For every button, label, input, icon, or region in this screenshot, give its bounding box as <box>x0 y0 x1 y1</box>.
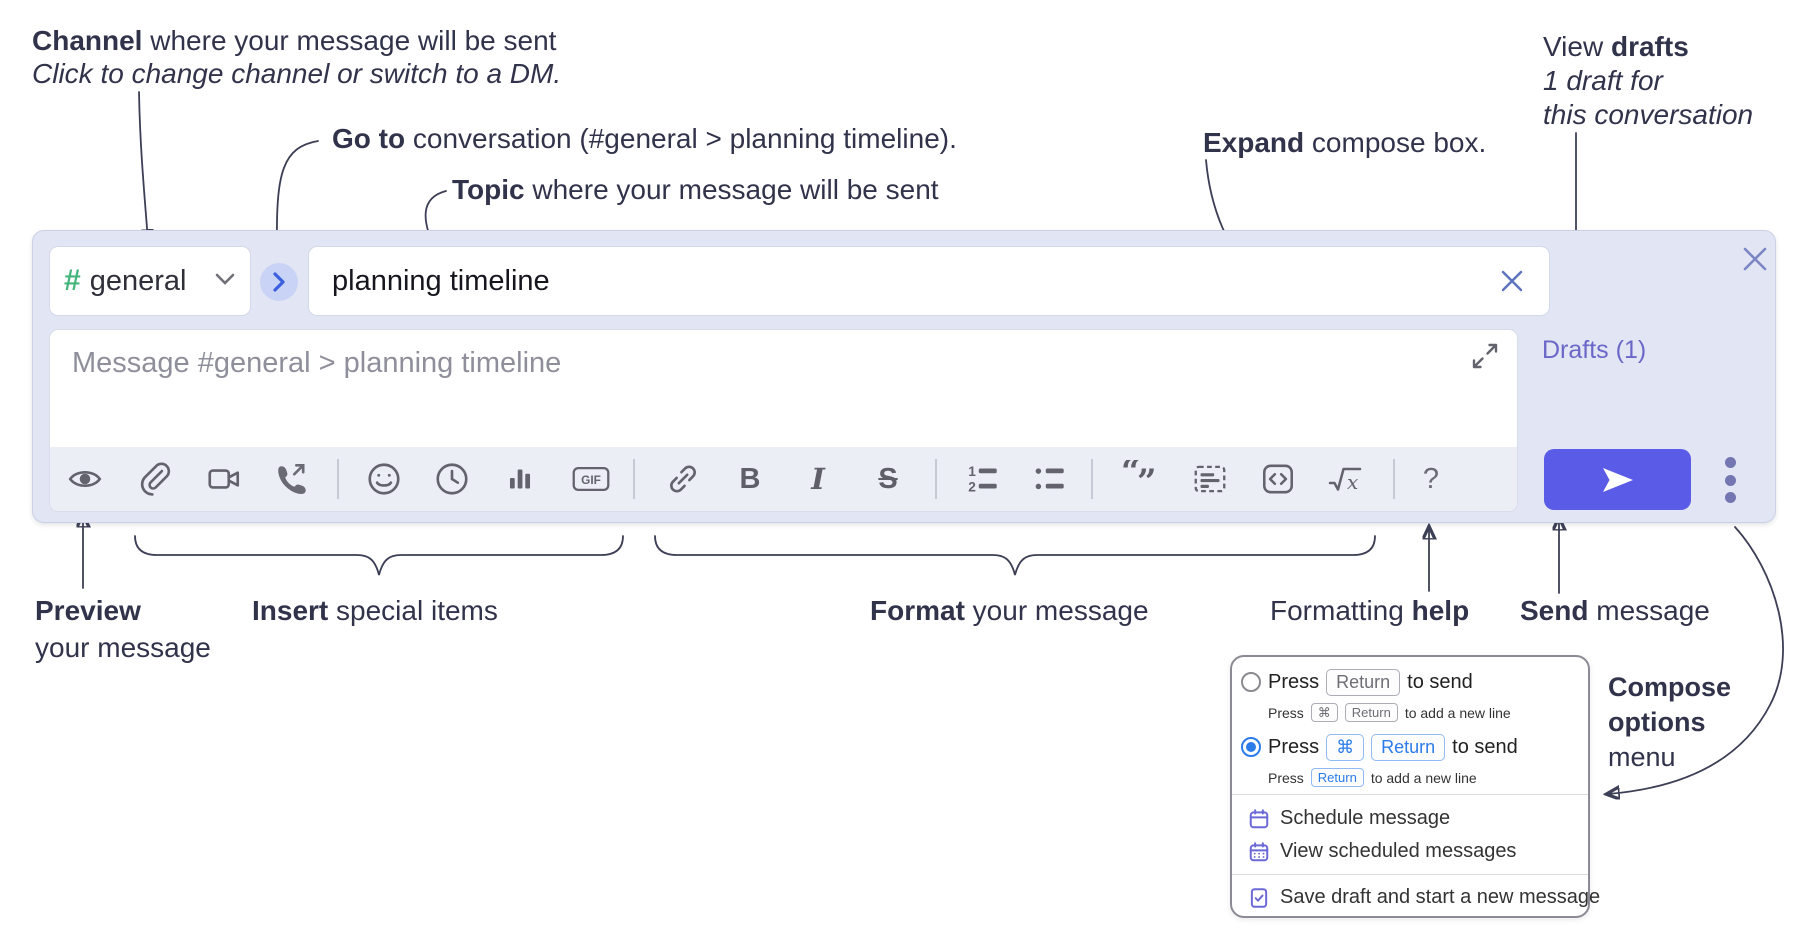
clear-topic-icon[interactable] <box>1497 266 1527 296</box>
send-plane-icon <box>1602 467 1633 492</box>
quote-icon[interactable]: “” <box>1119 459 1159 499</box>
channel-selector[interactable]: # general <box>49 246 251 316</box>
compose-box: # general planning timeline Message #gen… <box>32 230 1776 523</box>
toolbar-divider <box>1393 459 1395 499</box>
global-time-icon[interactable] <box>432 459 472 499</box>
channel-hash-icon: # <box>64 264 81 297</box>
return-key: Return <box>1344 703 1398 722</box>
menu-divider <box>1232 874 1588 875</box>
send-annotation: Send message <box>1520 595 1710 626</box>
insert-brace <box>134 535 624 576</box>
format-brace <box>654 535 1376 576</box>
gif-icon[interactable]: GIF <box>571 459 611 499</box>
calendar-icon <box>1249 808 1269 828</box>
formatting-help-annotation: Formatting help <box>1270 595 1470 626</box>
return-key: Return <box>1310 768 1364 787</box>
help-icon[interactable]: ? <box>1422 463 1440 495</box>
expand-annotation: Expand compose box. <box>1203 127 1487 158</box>
channel-annotation: Channel where your message will be sent <box>32 25 557 56</box>
math-icon[interactable]: x <box>1326 459 1366 499</box>
preview-annotation-line2: your message <box>35 632 211 663</box>
format-annotation: Format your message <box>870 595 1149 626</box>
topic-annotation: Topic where your message will be sent <box>452 174 939 205</box>
toolbar-divider <box>633 459 635 499</box>
cmd-key: ⌘ <box>1310 703 1338 722</box>
close-compose-icon[interactable] <box>1739 243 1771 275</box>
italic-icon[interactable]: I <box>811 462 825 496</box>
draft-check-icon <box>1250 887 1268 908</box>
chevron-right-icon <box>273 272 285 292</box>
menu-item-save-draft[interactable]: Save draft and start a new message <box>1248 886 1600 909</box>
toolbar-divider <box>337 459 339 499</box>
goto-conversation-button[interactable] <box>260 263 298 301</box>
voice-call-icon[interactable] <box>270 459 310 499</box>
menu-divider <box>1232 794 1588 795</box>
goto-annotation: Go to conversation (#general > planning … <box>332 123 957 154</box>
toolbar-divider <box>935 459 937 499</box>
attach-file-icon[interactable] <box>134 459 174 499</box>
message-input[interactable]: Message #general > planning timeline <box>72 347 562 379</box>
drafts-link[interactable]: Drafts (1) <box>1542 336 1647 364</box>
return-key: Return <box>1371 734 1446 761</box>
link-icon[interactable] <box>663 459 703 499</box>
view-drafts-annotation: View drafts 1 draft for this conversatio… <box>1543 31 1754 130</box>
return-key: Return <box>1326 669 1401 696</box>
preview-icon[interactable] <box>65 459 105 499</box>
expand-compose-icon[interactable] <box>1471 342 1499 370</box>
send-button[interactable] <box>1544 449 1691 510</box>
radio-return-to-send[interactable] <box>1241 672 1261 692</box>
topic-value: planning timeline <box>332 264 550 297</box>
video-call-icon[interactable] <box>204 459 244 499</box>
svg-text:“: “ <box>1121 460 1141 492</box>
toolbar-divider <box>1091 459 1093 499</box>
menu-item-view-scheduled[interactable]: View scheduled messages <box>1248 840 1516 863</box>
svg-text:1: 1 <box>968 464 976 479</box>
goto-arrow <box>277 140 319 244</box>
strikethrough-icon[interactable]: S <box>878 463 898 495</box>
cmd-key: ⌘ <box>1326 734 1365 761</box>
emoji-icon[interactable] <box>364 459 404 499</box>
calendar-grid-icon <box>1249 841 1269 861</box>
bold-icon[interactable]: B <box>739 463 761 495</box>
channel-name: general <box>89 264 187 297</box>
svg-text:2: 2 <box>968 480 976 495</box>
svg-text:x: x <box>1347 470 1358 494</box>
svg-text:”: ” <box>1137 462 1157 498</box>
code-icon[interactable] <box>1258 459 1298 499</box>
message-compose-area: Message #general > planning timeline <box>49 329 1518 512</box>
menu-item-schedule-message[interactable]: Schedule message <box>1248 807 1450 830</box>
preview-annotation: Preview <box>35 595 141 626</box>
bulleted-list-icon[interactable] <box>1030 459 1070 499</box>
topic-input[interactable]: planning timeline <box>308 246 1550 316</box>
compose-options-annotation: Compose options menu <box>1608 672 1732 772</box>
compose-options-button[interactable] <box>1713 455 1747 505</box>
channel-arrow <box>138 91 148 241</box>
spoiler-icon[interactable] <box>1190 459 1230 499</box>
poll-icon[interactable] <box>500 459 540 499</box>
radio-cmd-return-to-send[interactable] <box>1241 737 1261 757</box>
channel-annotation-subtitle: Click to change channel or switch to a D… <box>32 58 562 89</box>
chevron-down-icon <box>214 272 236 291</box>
insert-annotation: Insert special items <box>252 595 498 626</box>
svg-text:GIF: GIF <box>581 473 601 487</box>
